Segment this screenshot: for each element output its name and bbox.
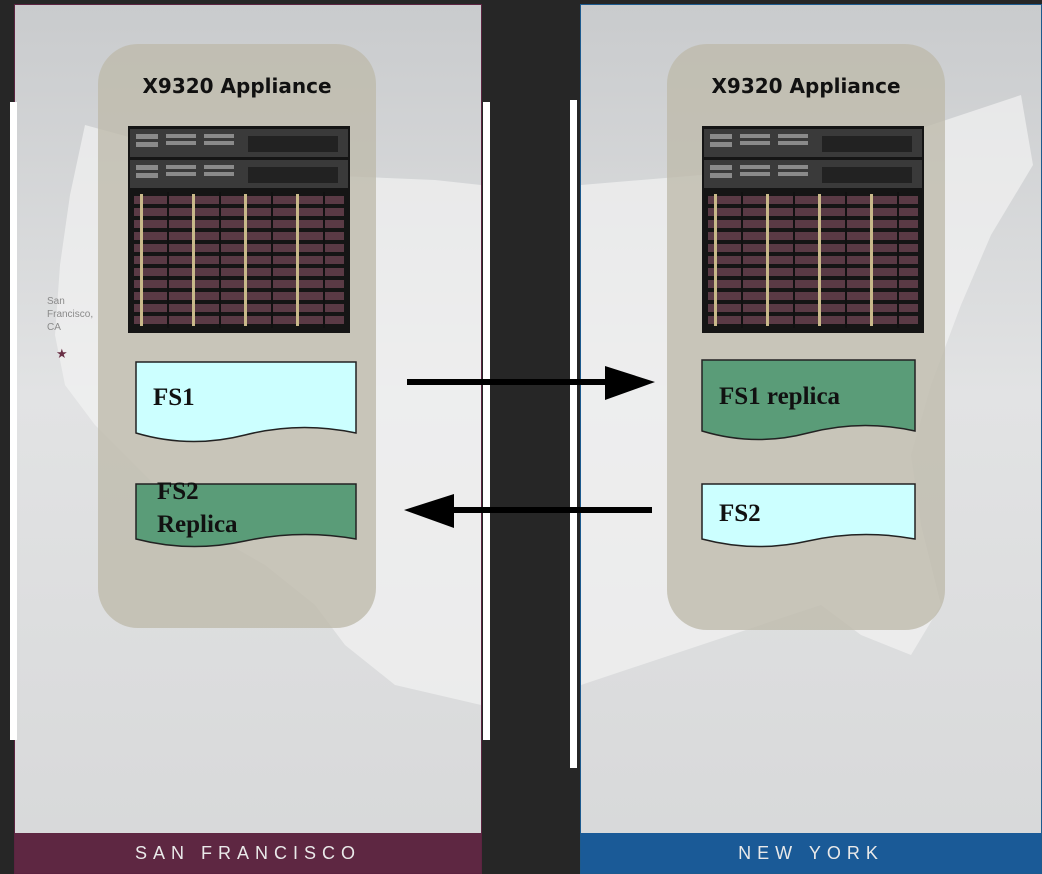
fs-label: FS1 bbox=[153, 384, 195, 411]
appliance-san-francisco: X9320 Appliance FS1 FS2 Replica bbox=[98, 44, 376, 628]
document-shape-icon bbox=[135, 361, 357, 443]
map-city-line: San bbox=[47, 296, 65, 307]
server-rack-icon bbox=[128, 126, 350, 333]
appliance-title: X9320 Appliance bbox=[711, 74, 901, 98]
appliance-new-york: X9320 Appliance FS1 replica FS2 bbox=[667, 44, 945, 630]
appliance-title: X9320 Appliance bbox=[142, 74, 332, 98]
fs-label: FS1 replica bbox=[719, 383, 841, 410]
site-footer-san-francisco: SAN FRANCISCO bbox=[15, 833, 481, 873]
fs2-replica: FS2 Replica bbox=[135, 478, 357, 551]
fs2-primary: FS2 bbox=[701, 483, 916, 551]
fs-label-line: Replica bbox=[157, 511, 238, 538]
fs-label-line: FS2 bbox=[157, 478, 199, 505]
arrow-left-icon bbox=[404, 494, 652, 528]
star-icon: ★ bbox=[56, 347, 68, 362]
document-shape-icon bbox=[135, 483, 357, 548]
fs1-primary: FS1 bbox=[135, 361, 357, 447]
arrow-right-icon bbox=[407, 366, 655, 400]
server-rack-icon bbox=[702, 126, 924, 333]
map-city-line: Francisco, bbox=[47, 309, 94, 320]
document-shape-icon bbox=[701, 483, 916, 548]
map-city-line: CA bbox=[47, 322, 61, 333]
fs1-replica: FS1 replica bbox=[701, 359, 916, 445]
map-city-label: San Francisco, CA bbox=[47, 295, 93, 334]
divider-line bbox=[570, 100, 577, 768]
fs-label: FS2 bbox=[719, 500, 761, 527]
site-footer-new-york: NEW YORK bbox=[581, 833, 1041, 873]
fs-label: FS2 Replica bbox=[157, 475, 238, 541]
divider-line bbox=[10, 102, 17, 740]
divider-line bbox=[483, 102, 490, 740]
document-shape-icon bbox=[701, 359, 916, 441]
